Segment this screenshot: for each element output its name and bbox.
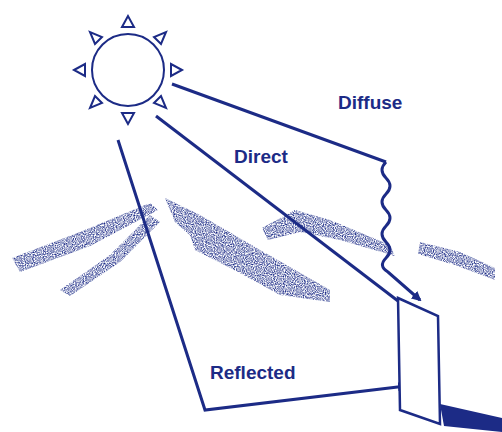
sun <box>74 16 182 124</box>
radiation-arrows <box>118 84 436 410</box>
solar-panel <box>398 298 502 432</box>
ray-label: Direct <box>232 146 290 168</box>
clouds <box>12 198 495 302</box>
reflected-ray <box>118 140 406 410</box>
ray-label: Reflected <box>208 362 298 384</box>
direct-ray <box>156 116 436 330</box>
ray-label: Diffuse <box>336 92 404 114</box>
diffuse-wave <box>382 162 420 300</box>
